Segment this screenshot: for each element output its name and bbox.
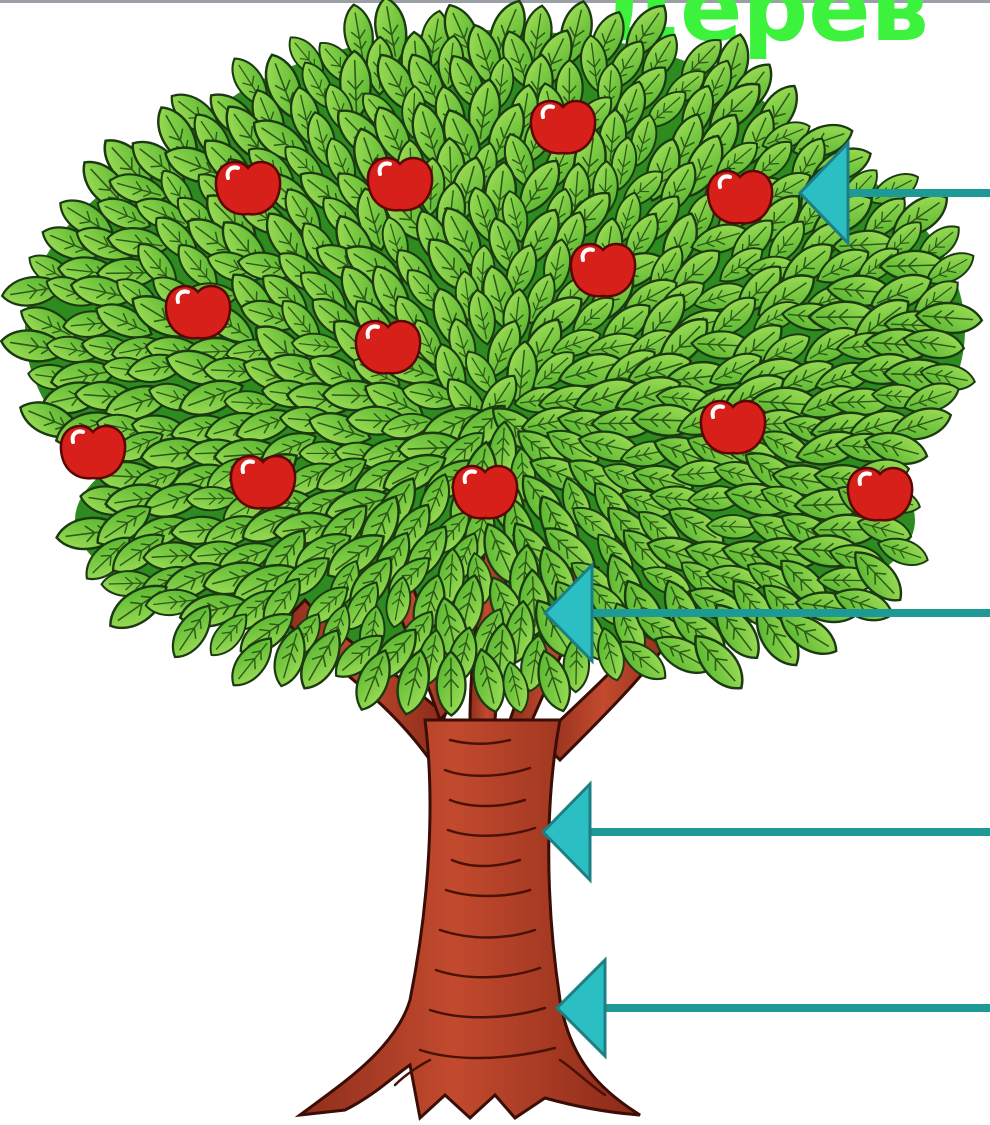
apple [571,244,635,296]
apple [708,171,772,223]
apple [701,401,765,453]
pointer-roots [557,960,990,1056]
apple [453,466,517,518]
apple [216,162,280,214]
apple [531,101,595,153]
apple [166,286,230,338]
apple [848,468,912,520]
apple [61,426,125,478]
apple [368,158,432,210]
apple [356,321,420,373]
pointer-trunk [543,784,990,880]
apple [231,456,295,508]
